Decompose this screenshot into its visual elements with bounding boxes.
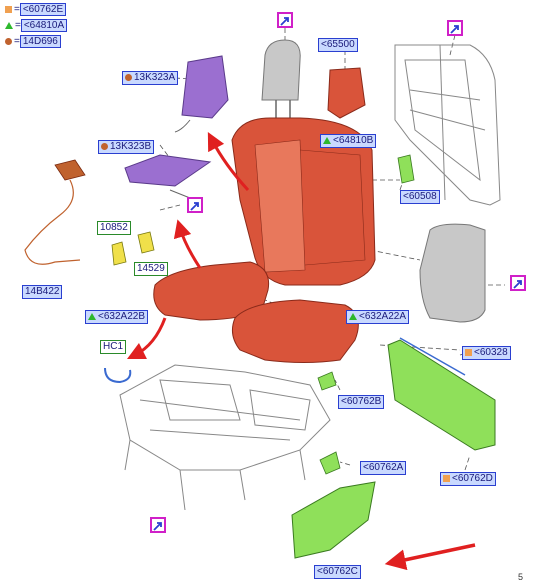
callout-hc1[interactable]: HC1 — [100, 340, 127, 354]
triangle-marker-icon — [88, 312, 96, 320]
triangle-marker-icon — [323, 136, 331, 144]
callout-14B422[interactable]: 14B422 — [22, 285, 63, 299]
seat-back-center — [254, 139, 306, 273]
legend-row-1: =<60762E — [5, 3, 67, 16]
callout-60328-text: <60328 — [474, 347, 508, 358]
wire-harness-14B422 — [24, 179, 81, 265]
callout-14529[interactable]: 14529 — [134, 262, 168, 276]
callout-632A22A[interactable]: <632A22A — [346, 310, 409, 324]
seat-back-frame — [394, 44, 501, 206]
callout-13K323A[interactable]: 13K323A — [122, 71, 179, 85]
dot-marker-icon — [5, 37, 12, 45]
callout-13K323B[interactable]: 13K323B — [98, 140, 155, 154]
callout-60328[interactable]: <60328 — [462, 346, 511, 360]
callout-60762C[interactable]: <60762C — [314, 565, 361, 579]
legend-equals: = — [14, 4, 20, 15]
red-arrow-back — [207, 132, 250, 192]
part-14529 — [137, 231, 155, 254]
callout-60508[interactable]: <60508 — [400, 190, 440, 204]
trim-panel-60762C — [291, 481, 376, 559]
callout-632A22A-text: <632A22A — [359, 311, 406, 322]
heater-pad-back — [181, 55, 229, 119]
callout-60762B[interactable]: <60762B — [338, 395, 385, 409]
callout-632A22B[interactable]: <632A22B — [85, 310, 148, 324]
legend-code-14D696[interactable]: 14D696 — [19, 35, 61, 48]
callout-10852[interactable]: 10852 — [97, 221, 131, 235]
legend-row-3: =14D696 — [5, 35, 61, 48]
red-arrow-hook — [126, 317, 167, 360]
clip-60762A — [319, 451, 341, 475]
legend-code-60762E[interactable]: <60762E — [19, 3, 67, 16]
link-arrow-icon[interactable] — [510, 275, 526, 291]
legend-row-2: =<64810A — [5, 19, 68, 32]
link-arrow-icon[interactable] — [277, 12, 293, 28]
seat-lower-frame — [119, 364, 331, 511]
hook-hc1 — [104, 367, 132, 384]
legend-equals: = — [14, 36, 20, 47]
back-panel-65500 — [327, 67, 366, 119]
dot-marker-icon — [101, 142, 108, 150]
callout-64810B-text: <64810B — [333, 135, 374, 146]
callout-13K323A-text: 13K323A — [134, 72, 176, 83]
legend-code-64810A[interactable]: <64810A — [20, 19, 68, 32]
headrest-posts — [275, 100, 291, 118]
callout-64810B[interactable]: <64810B — [320, 134, 377, 148]
rod-60328 — [399, 337, 466, 376]
trim-panel-60762D — [387, 339, 496, 451]
headrest — [261, 39, 301, 101]
clip-60762B — [317, 371, 337, 391]
connector-harness — [54, 159, 86, 181]
page-number: 5 — [518, 572, 524, 582]
seat-cushion-right — [231, 299, 359, 363]
link-arrow-icon[interactable] — [150, 517, 166, 533]
square-marker-icon — [443, 474, 450, 482]
seat-back-cover — [419, 223, 486, 323]
callout-65500[interactable]: <65500 — [318, 38, 358, 52]
link-arrow-icon[interactable] — [447, 20, 463, 36]
dot-marker-icon — [125, 73, 132, 81]
callout-60762D-text: <60762D — [452, 473, 493, 484]
square-marker-icon — [5, 5, 12, 13]
clip-60508 — [397, 154, 415, 184]
square-marker-icon — [465, 348, 472, 356]
legend-equals: = — [15, 20, 21, 31]
callout-60762A[interactable]: <60762A — [360, 461, 407, 475]
callout-13K323B-text: 13K323B — [110, 141, 152, 152]
red-arrow-heater — [173, 219, 202, 269]
part-10852 — [111, 241, 127, 266]
heater-pad-seat — [124, 154, 212, 187]
triangle-marker-icon — [5, 21, 13, 29]
triangle-marker-icon — [349, 312, 357, 320]
callout-632A22B-text: <632A22B — [98, 311, 145, 322]
callout-60762D[interactable]: <60762D — [440, 472, 496, 486]
red-direction-arrow-icon — [384, 543, 476, 571]
seat-cushion-left — [153, 261, 270, 321]
link-arrow-icon[interactable] — [187, 197, 203, 213]
